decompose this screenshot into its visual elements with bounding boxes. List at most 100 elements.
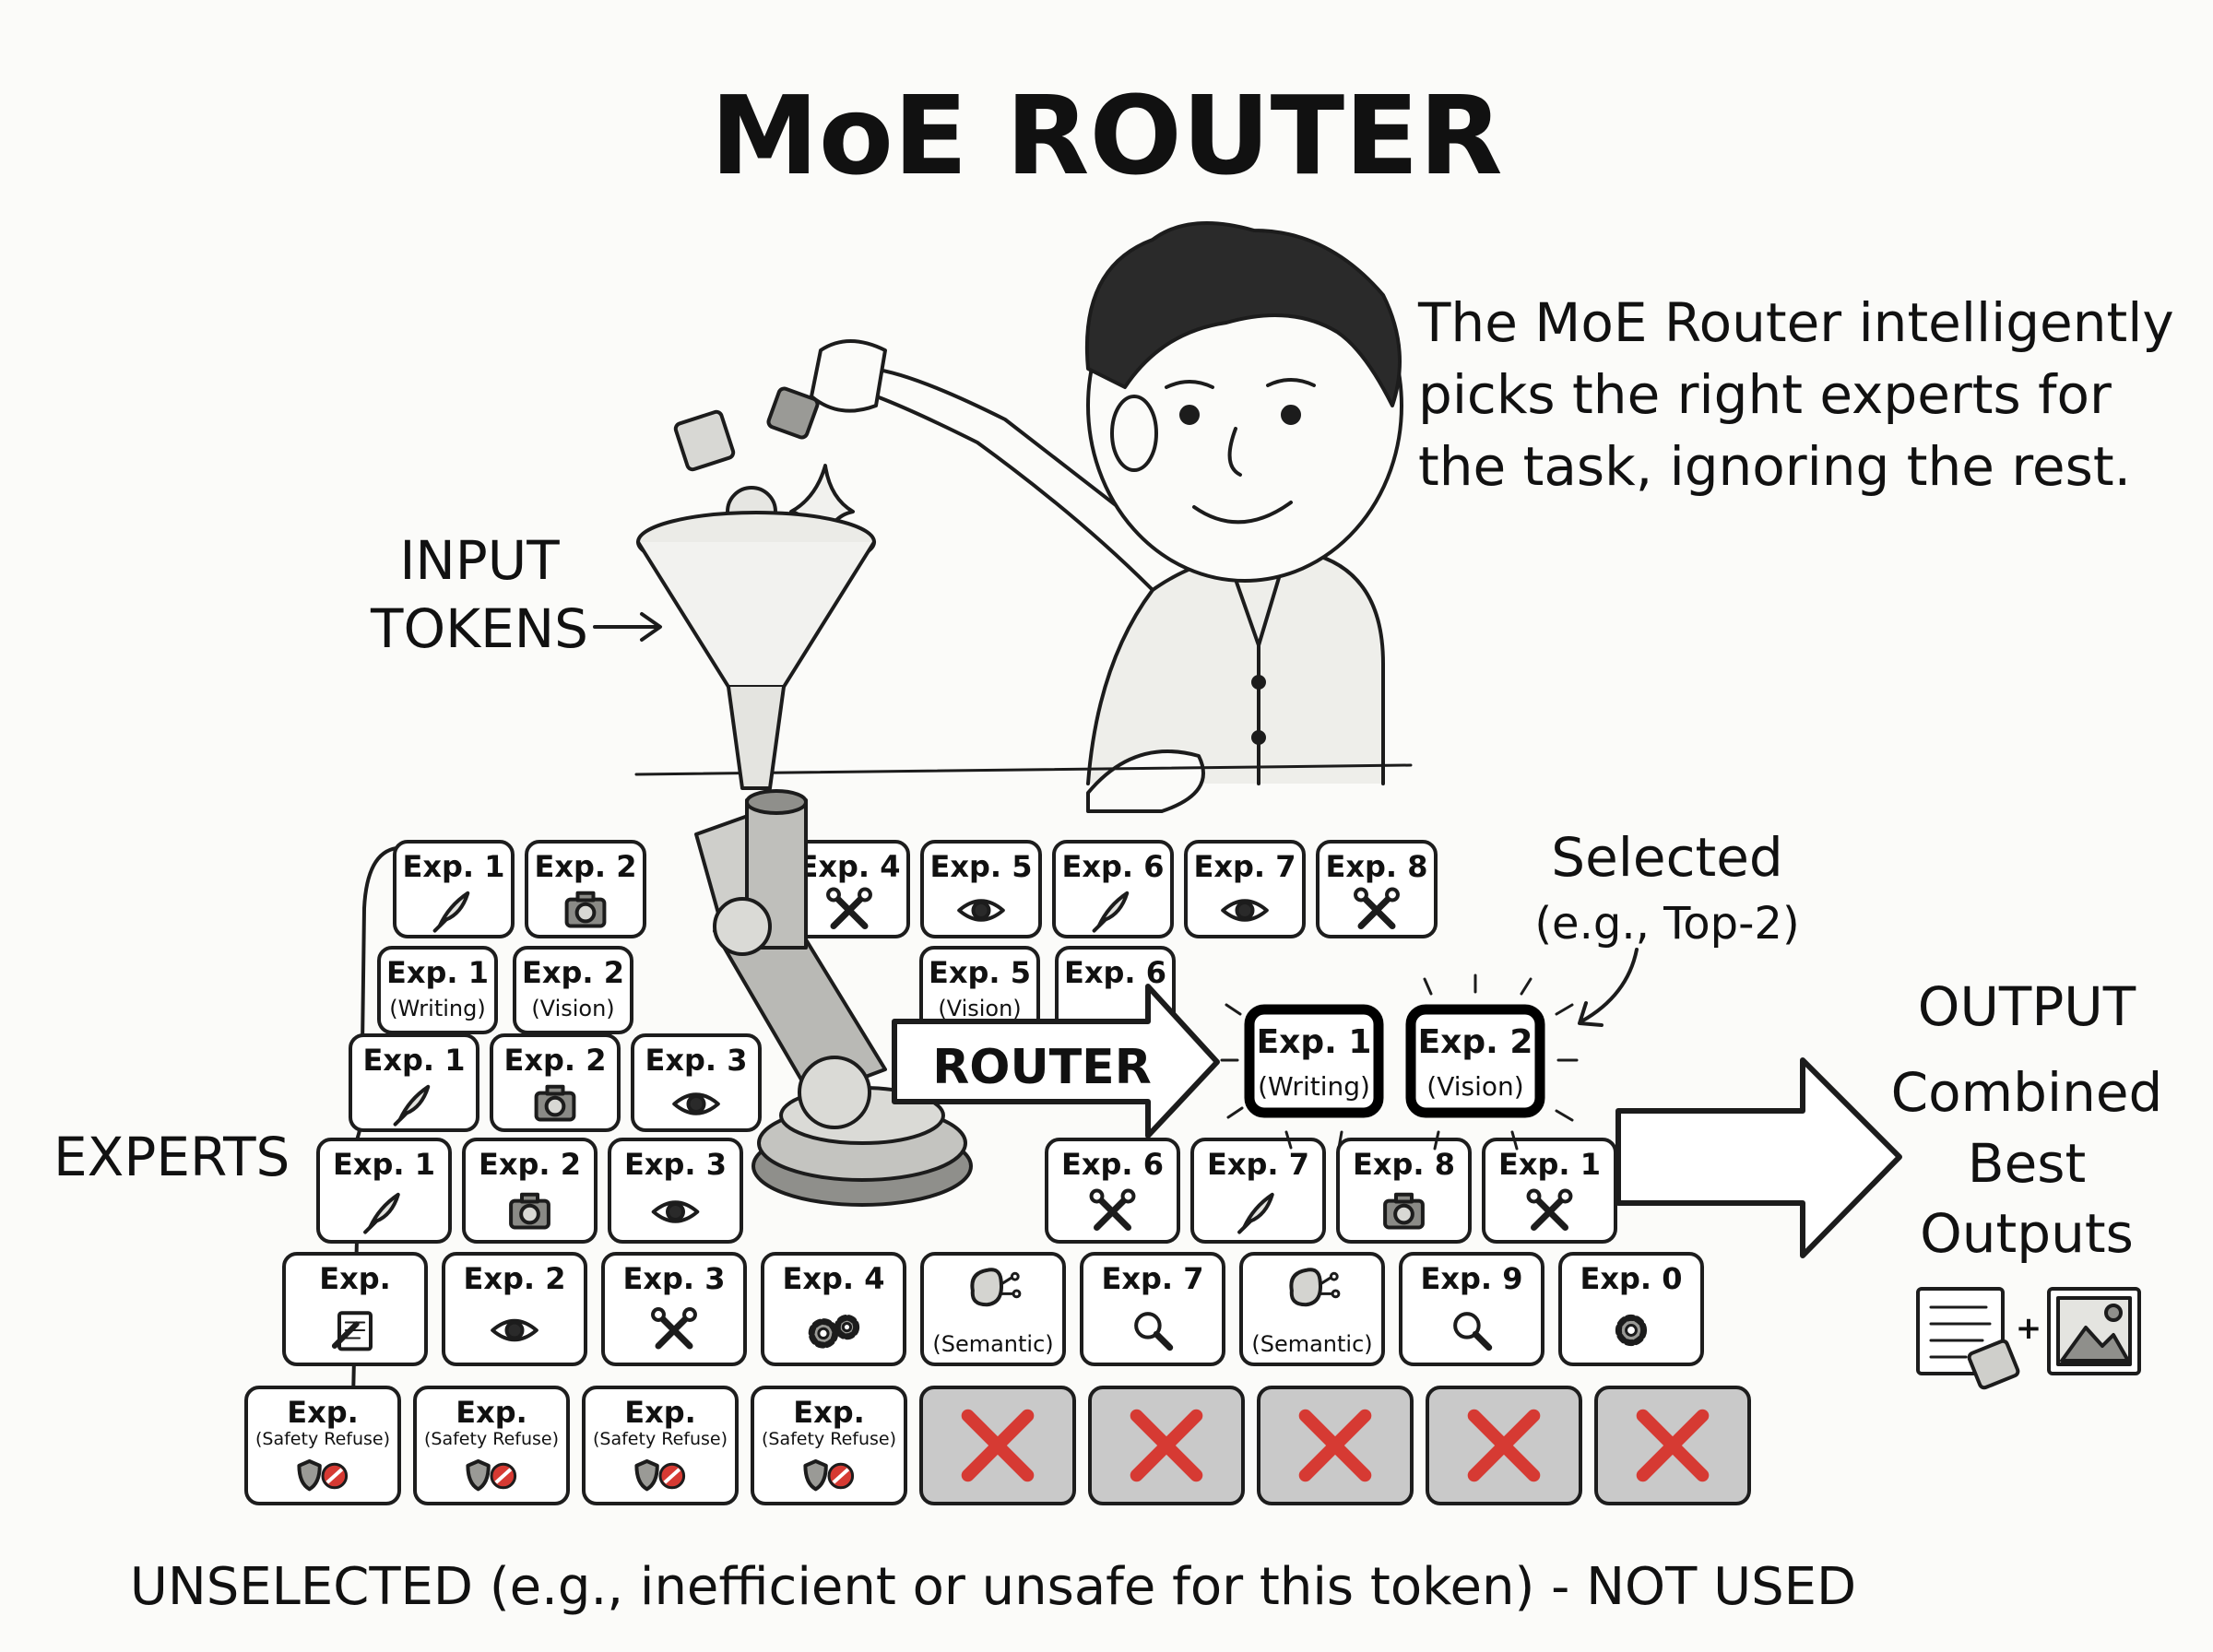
- expert-cell: Exp. 2: [490, 1033, 621, 1132]
- shield-stop-icon: [466, 1459, 517, 1492]
- selected-label: Selected (e.g., Top-2): [1534, 826, 1800, 1027]
- rejected-expert-cell: [1594, 1386, 1751, 1505]
- expert-cell: Exp. 7: [1190, 1138, 1326, 1244]
- expert-cell: Exp. 1: [1482, 1138, 1617, 1244]
- selected-expert-1-sub: (Writing): [1258, 1071, 1370, 1102]
- expert-title: Exp. 4: [783, 1261, 885, 1296]
- quill-icon: [363, 1192, 400, 1234]
- expert-cell: Exp. 5: [920, 840, 1042, 938]
- red-x-icon: [961, 1409, 1035, 1482]
- selected-expert-1-title: Exp. 1: [1257, 1023, 1372, 1061]
- expert-title: Exp. 2: [479, 1147, 581, 1182]
- magnifier-icon: [1453, 1312, 1493, 1351]
- expert-cell: Exp. 8: [1336, 1138, 1472, 1244]
- expert-cell: Exp. 3: [631, 1033, 762, 1132]
- expert-title: Exp. 0: [1580, 1261, 1683, 1296]
- token-cube-icon: [766, 386, 820, 440]
- plus-icon: +: [2016, 1310, 2042, 1347]
- quill-icon: [393, 1084, 431, 1127]
- expert-title: Exp. 3: [624, 1147, 727, 1182]
- expert-title: Exp.: [624, 1395, 696, 1430]
- rejected-expert-cell: [1088, 1386, 1245, 1505]
- expert-cell: Exp. 1: [393, 840, 515, 938]
- expert-subtitle: (Writing): [389, 996, 485, 1021]
- expert-title: Exp. 7: [1194, 849, 1296, 884]
- expert-title: Exp. 2: [522, 955, 624, 990]
- rejected-expert-cell: [1426, 1386, 1582, 1505]
- expert-title: Exp. 6: [1061, 1147, 1164, 1182]
- expert-cell: Exp. 1(Writing): [377, 946, 498, 1034]
- shield-stop-icon: [634, 1459, 686, 1492]
- expert-title: Exp.: [287, 1395, 359, 1430]
- gears-icon: [808, 1314, 860, 1349]
- expert-subtitle: (Vision): [938, 996, 1021, 1021]
- expert-cell: Exp. 8: [1316, 840, 1438, 938]
- expert-cell: Exp. 3: [608, 1138, 743, 1244]
- tools-icon: [1526, 1188, 1573, 1231]
- expert-title: Exp. 1: [333, 1147, 435, 1182]
- tools-icon: [1354, 887, 1400, 929]
- quill-icon: [1237, 1192, 1274, 1234]
- expert-cell: Exp. 2(Vision): [513, 946, 633, 1034]
- expert-cell: Exp. 6: [1052, 840, 1174, 938]
- brain-icon: [1289, 1268, 1341, 1307]
- expert-title: Exp. 7: [1207, 1147, 1309, 1182]
- expert-cell: Exp. 2: [462, 1138, 598, 1244]
- quill-icon: [432, 891, 470, 933]
- rejected-expert-cell: [1257, 1386, 1414, 1505]
- caption-line-1: The MoE Router intelligently: [1417, 291, 2174, 354]
- eye-icon: [651, 1200, 700, 1223]
- expert-cell: Exp. 5 (Vision): [919, 946, 1040, 1034]
- magnifier-icon: [1134, 1312, 1174, 1351]
- expert-title: Exp. 1: [403, 849, 505, 884]
- expert-title: Exp. 2: [535, 849, 637, 884]
- token-cube-icon: [673, 409, 736, 472]
- expert-subtitle: (Safety Refuse): [255, 1429, 390, 1449]
- expert-title: Exp. 7: [1102, 1261, 1204, 1296]
- expert-title: Exp. 8: [1353, 1147, 1455, 1182]
- selected-expert-1: [1244, 1004, 1384, 1118]
- output-desc-line-2: Best: [1968, 1132, 2086, 1195]
- funnel-icon: [636, 511, 876, 790]
- selected-expert-2-sub: (Vision): [1426, 1071, 1523, 1102]
- camera-icon: [509, 1192, 550, 1230]
- expert-subtitle: (Safety Refuse): [593, 1429, 728, 1449]
- eye-icon: [1221, 899, 1269, 922]
- selected-expert-2-title: Exp. 2: [1418, 1023, 1533, 1061]
- expert-title: Exp.: [456, 1395, 527, 1430]
- router-label: ROUTER: [932, 1040, 1152, 1095]
- input-arrow-icon: [593, 612, 662, 642]
- expert-cell: Exp. 9: [1399, 1252, 1544, 1366]
- quill-icon: [1092, 891, 1130, 933]
- expert-title: Exp.: [793, 1395, 865, 1430]
- tools-icon: [651, 1307, 697, 1350]
- camera-icon: [534, 1084, 576, 1122]
- expert-title: Exp. 3: [645, 1043, 748, 1078]
- output-desc-line-3: Outputs: [1920, 1202, 2134, 1265]
- expert-cell: Exp. 1: [349, 1033, 479, 1132]
- tools-icon: [1089, 1188, 1136, 1231]
- eye-icon: [957, 899, 1005, 922]
- expert-title: Exp.: [319, 1261, 391, 1296]
- gear-icon: [1615, 1314, 1648, 1347]
- rejected-expert-cell: [919, 1386, 1076, 1505]
- expert-title: Exp. 2: [464, 1261, 566, 1296]
- red-x-icon: [1636, 1409, 1710, 1482]
- selected-label-line-2: (e.g., Top-2): [1534, 898, 1799, 950]
- person-illustration: [810, 221, 1403, 813]
- eye-icon: [672, 1092, 720, 1115]
- output-arrow: [1615, 1057, 1902, 1258]
- glow-lines-icon: [1220, 974, 1579, 1150]
- expert-cell: Exp.(Safety Refuse): [244, 1386, 401, 1505]
- expert-title: Exp. 4: [799, 849, 901, 884]
- red-x-icon: [1130, 1409, 1203, 1482]
- expert-title: Exp. 5: [929, 955, 1031, 990]
- camera-icon: [564, 891, 607, 928]
- expert-subtitle: (Semantic): [932, 1331, 1053, 1357]
- expert-cell: Exp. 7: [1080, 1252, 1225, 1366]
- selected-arrow-icon: [1578, 948, 1639, 1027]
